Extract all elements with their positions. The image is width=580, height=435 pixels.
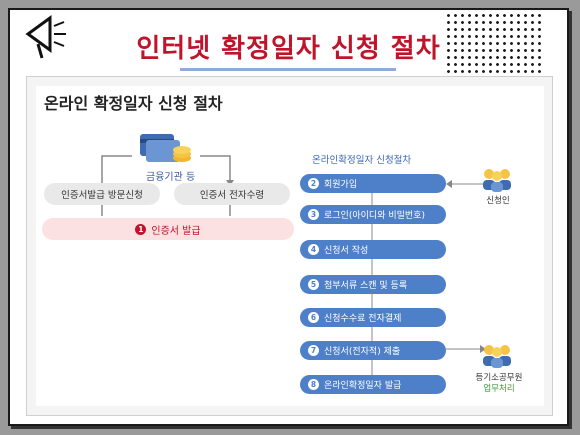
officer-task: 업무처리: [483, 384, 515, 394]
step-number: 8: [308, 379, 319, 390]
applicant-label: 신청인: [486, 196, 510, 206]
officer-label: 등기소공무원: [475, 373, 523, 383]
title-underline: [180, 68, 396, 71]
step-number: 6: [308, 312, 319, 323]
flow-step: 5 첨부서류 스캔 및 등록: [300, 275, 446, 294]
flow-step: 6 신청수수료 전자결제: [300, 308, 446, 327]
step-label: 첨부서류 스캔 및 등록: [324, 281, 408, 291]
flow-step: 4 신청서 작성: [300, 240, 446, 259]
credit-card-icon: [140, 134, 191, 162]
cert-issue-label: 인증서 발급: [151, 225, 201, 237]
step-number: 2: [308, 178, 319, 189]
flow-step: 8 온라인확정일자 발급: [300, 375, 446, 394]
flow-step: 3 로그인(아이디와 비밀번호): [300, 205, 446, 224]
step-label: 로그인(아이디와 비밀번호): [324, 211, 425, 221]
flow-step: 7 신청서(전자적) 제출: [300, 341, 446, 360]
megaphone-icon: [25, 15, 66, 59]
content-panel: [36, 86, 544, 406]
step-label: 온라인확정일자 발급: [324, 381, 402, 391]
step-label: 신청서 작성: [324, 246, 369, 256]
step-number: 4: [308, 244, 319, 255]
step-number: 3: [308, 209, 319, 220]
card-title: 온라인 확정일자 신청 절차: [44, 94, 223, 113]
step-number: 1: [135, 223, 147, 235]
step-label: 회원가입: [324, 180, 358, 190]
cert-visit-pill: 인증서발급 방문신청: [44, 183, 160, 205]
bank-label: 금융기관 등: [146, 172, 196, 183]
step-label: 신청서(전자적) 제출: [324, 347, 401, 357]
cert-receive-pill: 인증서 전자수령: [174, 183, 290, 205]
officer-icon: [483, 345, 511, 368]
page-title: 인터넷 확정일자 신청 절차: [136, 34, 441, 64]
flow-step: 2 회원가입: [300, 174, 446, 193]
applicant-icon: [483, 169, 511, 192]
flow-title: 온라인확정일자 신청절차: [312, 155, 412, 166]
officer-connector: [446, 345, 486, 353]
cert-issue-pill: 1 인증서 발급: [42, 218, 294, 240]
slide: 인터넷 확정일자 신청 절차: [8, 8, 569, 426]
step-number: 5: [308, 279, 319, 290]
bank-connectors: [101, 155, 234, 216]
applicant-connector: [446, 180, 484, 188]
step-number: 7: [308, 345, 319, 356]
step-label: 신청수수료 전자결제: [324, 314, 402, 324]
